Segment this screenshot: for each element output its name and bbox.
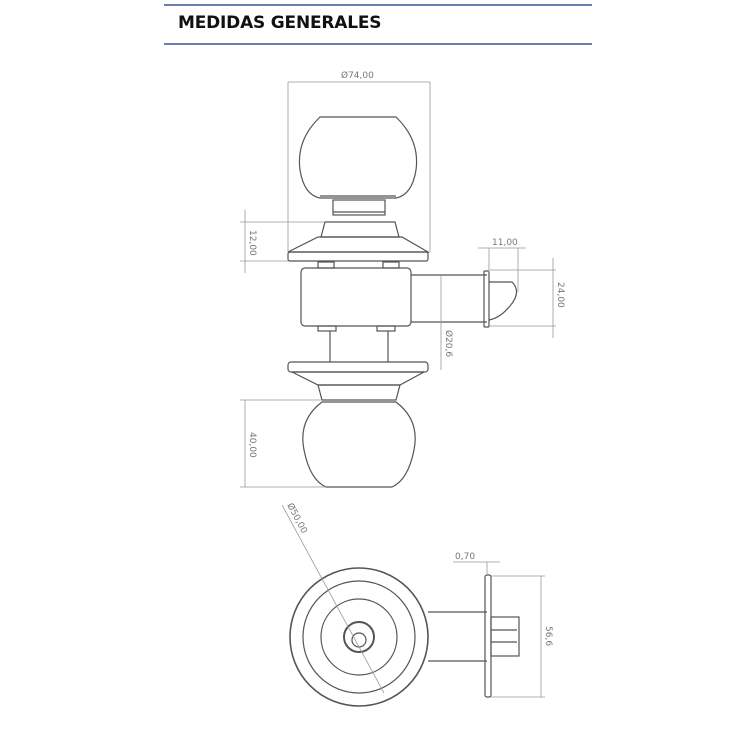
dim-latch-projection: 11,00 <box>492 238 518 248</box>
latch-bolt <box>483 270 518 328</box>
dim-overall-diameter: Ø74,00 <box>341 70 374 81</box>
dim-faceplate-height: 56,6 <box>543 626 553 646</box>
dim-chassis-diameter: Ø20,6 <box>443 330 454 357</box>
header-top-rule <box>164 4 592 6</box>
section-title: MEDIDAS GENERALES <box>178 13 382 33</box>
end-view <box>289 567 520 707</box>
dim-faceplate-thickness: 0,70 <box>455 552 475 562</box>
lower-knob <box>287 361 429 488</box>
dim-latch-height: 24,00 <box>555 282 565 308</box>
header-bottom-rule <box>164 43 592 45</box>
dim-knob-height: 40,00 <box>247 432 257 458</box>
dim-rose-height: 12,00 <box>247 230 257 256</box>
chassis <box>300 261 487 362</box>
upper-knob <box>287 116 431 262</box>
dim-knob-diameter: Ø50,00 <box>284 501 309 535</box>
